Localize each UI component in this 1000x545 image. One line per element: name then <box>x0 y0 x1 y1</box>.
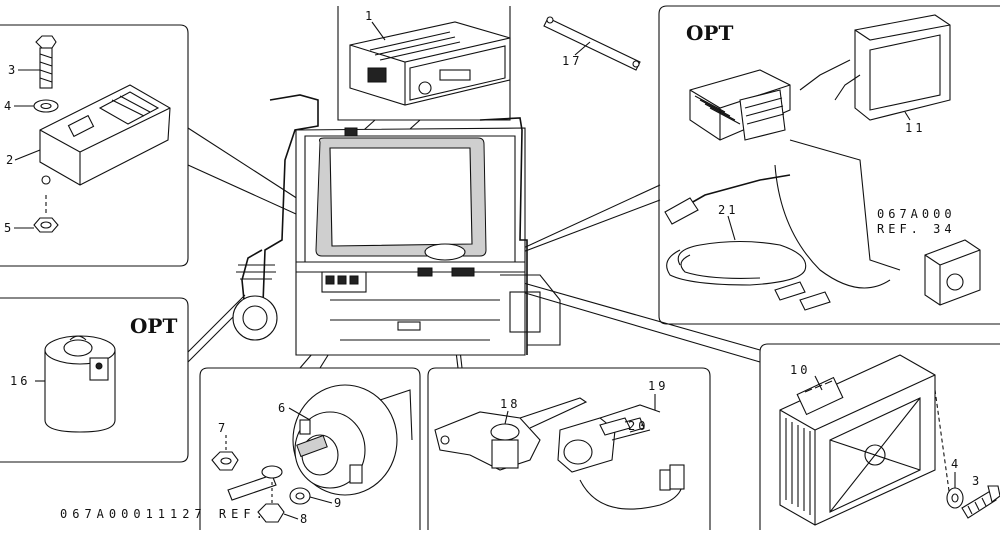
stud-part-8 <box>227 465 285 523</box>
part-number-4: 4 <box>4 99 11 113</box>
part-number-7: 7 <box>218 421 225 435</box>
ecu-module-part-2 <box>39 84 171 186</box>
ref-label-top: 067A000 <box>877 207 956 221</box>
opt-label-top-right: OPT <box>686 21 733 45</box>
ref-label-top-2: REF. 34 <box>877 222 956 236</box>
part-number-16: 16 <box>10 374 30 388</box>
part-number-9: 9 <box>334 496 341 510</box>
panel-left-opt <box>0 297 189 463</box>
panel-bottom-center-right <box>427 367 711 530</box>
nut-part-7 <box>211 435 239 471</box>
part-number-1: 1 <box>365 9 372 23</box>
part-number-3-b: 3 <box>972 474 979 488</box>
part-number-19: 19 <box>648 379 668 393</box>
lever-part-18 <box>434 397 588 471</box>
part-number-3: 3 <box>8 63 15 77</box>
monitor-part-11 <box>799 14 951 121</box>
ignition-part-19 <box>557 404 685 510</box>
part-number-17: 17 <box>562 54 582 68</box>
part-number-10: 10 <box>790 363 810 377</box>
controller-part-10 <box>779 354 951 526</box>
panel-bottom-center-left <box>199 367 421 530</box>
strap-part-17 <box>543 16 641 71</box>
washer-part-9 <box>289 487 311 505</box>
panel-bottom-right <box>759 343 1000 530</box>
washer-part-4 <box>33 99 59 113</box>
part-number-21: 21 <box>718 203 738 217</box>
part-number-11: 11 <box>905 121 925 135</box>
cab-assembly <box>232 94 561 356</box>
ref-label-bottom: 067A00011127 REF. <box>60 507 268 521</box>
part-number-20: 20 <box>628 419 648 433</box>
part-number-18: 18 <box>500 397 520 411</box>
camera-ref-34 <box>924 239 981 306</box>
heatsink-bracket <box>689 69 791 141</box>
bolt-part-3-b <box>961 485 1000 519</box>
switch-part-6 <box>292 384 413 496</box>
part-number-6: 6 <box>278 401 285 415</box>
nut-part-5 <box>33 195 59 233</box>
connector-part-16 <box>44 335 116 433</box>
opt-label-left: OPT <box>130 314 177 338</box>
part-number-4-b: 4 <box>951 457 958 471</box>
bolt-part-3 <box>35 35 57 89</box>
radio-part-1 <box>349 21 511 106</box>
part-number-5: 5 <box>4 221 11 235</box>
part-number-8: 8 <box>300 512 307 526</box>
panel-top-right <box>658 5 1000 325</box>
panel-top-left <box>0 24 189 267</box>
cable-part-21 <box>664 139 901 311</box>
key-part-20 <box>599 417 645 436</box>
part-number-2: 2 <box>6 153 13 167</box>
washer-part-4-b <box>946 487 964 509</box>
